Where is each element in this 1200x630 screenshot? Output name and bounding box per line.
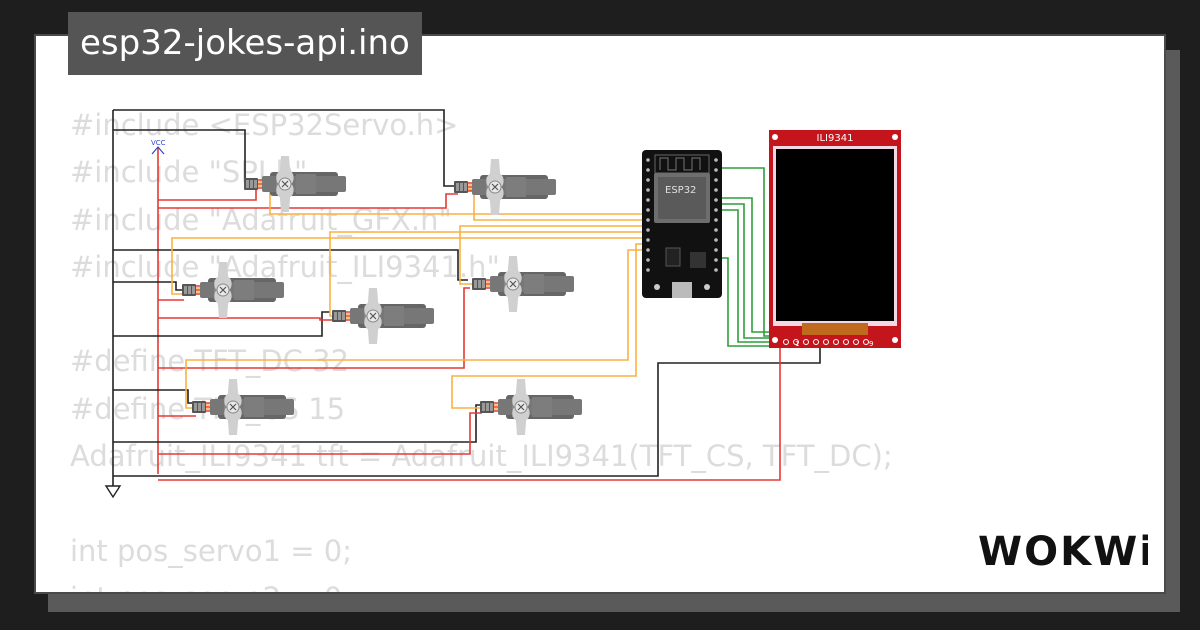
black-wires	[113, 109, 821, 477]
display-label: ILI9341	[817, 133, 854, 144]
code-line: #include "Adafruit_ILI9341.h"	[70, 249, 500, 284]
ground-rail	[104, 110, 122, 499]
servo-motor[interactable]	[453, 158, 557, 216]
sketch-filename: esp32-jokes-api.ino	[68, 12, 422, 75]
code-line: Adafruit_ILI9341 tft = Adafruit_ILI9341(…	[70, 439, 893, 474]
brand-text: WOKWi	[978, 529, 1148, 575]
servo-motor[interactable]	[479, 378, 583, 436]
code-line: int pos_servo1 = 0;	[70, 533, 352, 568]
display-pin-last: 9	[869, 340, 873, 348]
display-pin-first: 1	[795, 340, 799, 348]
servo-motor[interactable]	[243, 155, 347, 213]
wokwi-logo: WOKWi	[978, 529, 1148, 575]
esp32-board[interactable]: ESP32	[642, 150, 722, 298]
servo-motor[interactable]	[181, 261, 285, 319]
vcc-arrow-icon	[151, 146, 165, 155]
code-line: #include <ESP32Servo.h>	[70, 108, 459, 142]
esp32-label: ESP32	[665, 185, 696, 196]
display-pins	[783, 339, 869, 345]
vcc-label: VCC	[151, 139, 166, 147]
servo-motor[interactable]	[191, 378, 295, 436]
vcc-rail: VCC	[151, 139, 166, 474]
red-wires	[158, 188, 781, 481]
ili9341-display[interactable]: ILI9341 1 9	[769, 130, 901, 348]
code-line: #define TFT_DC 32	[70, 344, 350, 379]
esp32-pins	[646, 158, 718, 272]
servo-motor[interactable]	[471, 255, 575, 313]
ground-symbol-icon	[104, 485, 122, 499]
servo-motor[interactable]	[331, 287, 435, 345]
code-line: int pos_servo2 = 0;	[70, 575, 893, 592]
preview-card: #include <ESP32Servo.h>#include "SPI.h"#…	[34, 34, 1166, 594]
